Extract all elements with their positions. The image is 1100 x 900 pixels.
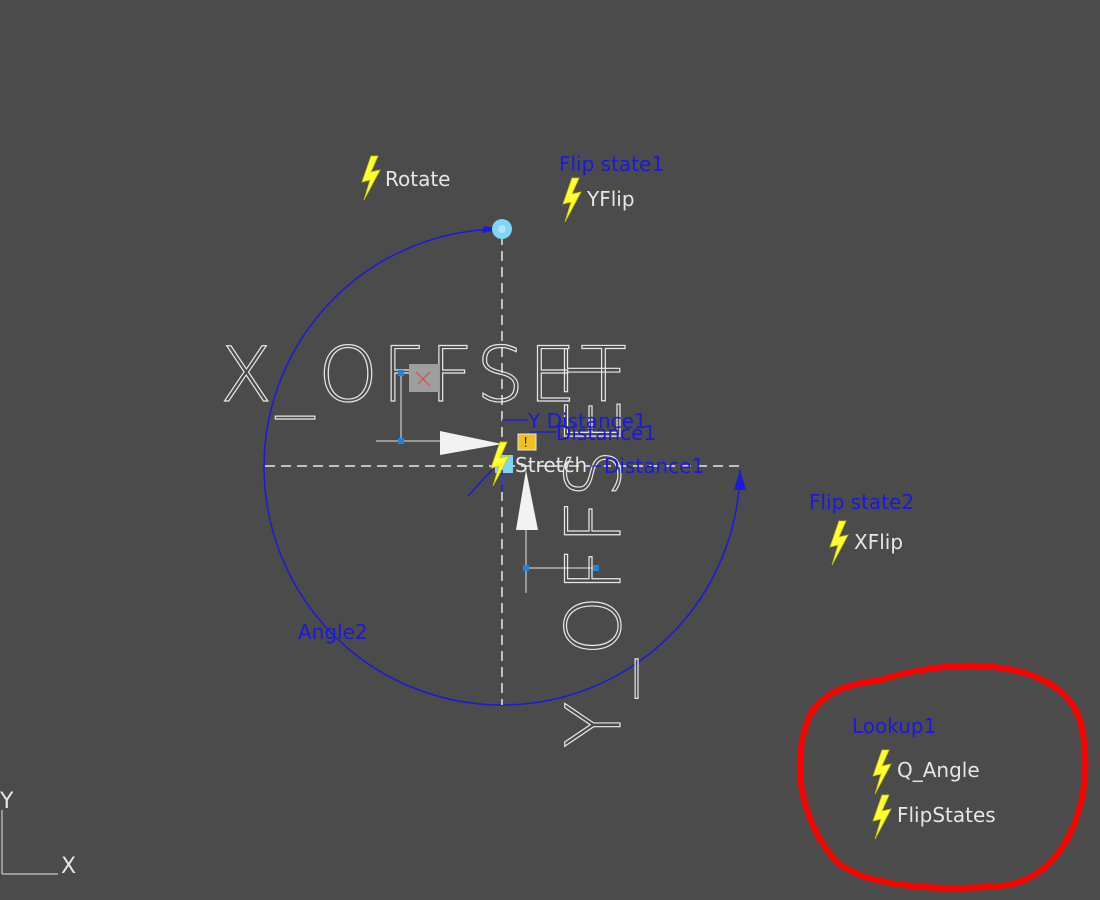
grip-point-d[interactable] — [593, 565, 599, 571]
grip-point-a[interactable] — [398, 370, 404, 376]
rotate-action-label[interactable]: Rotate — [385, 167, 450, 191]
yflip-action-icon[interactable] — [562, 177, 582, 223]
stretch-arrow-right[interactable] — [440, 431, 502, 455]
red-highlight-circle — [796, 662, 1089, 892]
xflip-action-label[interactable]: XFlip — [854, 530, 903, 554]
xflip-action-icon[interactable] — [829, 520, 849, 566]
flip-state1-parameter[interactable]: Flip state1 — [559, 152, 664, 176]
lookup1-parameter[interactable]: Lookup1 — [852, 714, 936, 738]
rotate-action-icon[interactable] — [361, 155, 381, 201]
rotation-arc — [263, 228, 741, 706]
distance1-alt-parameter[interactable]: Distance1 — [604, 454, 704, 478]
arc-arrow-right — [734, 470, 746, 490]
q-angle-action-icon[interactable] — [872, 749, 892, 795]
ucs-x-label: X — [61, 854, 76, 879]
alert-icon[interactable] — [517, 433, 537, 451]
q-angle-action-label[interactable]: Q_Angle — [897, 758, 980, 782]
stretch-action-label[interactable]: Stretch — [515, 453, 587, 477]
flipstates-action-label[interactable]: FlipStates — [897, 803, 996, 827]
blue-leader-1 — [467, 469, 493, 497]
grip-circle-inner — [498, 225, 506, 233]
flip-state2-parameter[interactable]: Flip state2 — [809, 490, 914, 514]
yflip-action-label[interactable]: YFlip — [586, 187, 635, 211]
ucs-y-label: Y — [0, 789, 14, 814]
y-distance-parameter[interactable]: Y Distance1 — [527, 409, 647, 433]
angle2-parameter[interactable]: Angle2 — [298, 620, 368, 644]
alert-icon-glyph: ! — [523, 436, 528, 451]
distance1-parameter[interactable]: Distance1 — [556, 421, 656, 445]
arc-arrow-top — [482, 226, 502, 233]
grip-point-c[interactable] — [523, 565, 529, 571]
flipstates-action-icon[interactable] — [872, 794, 892, 840]
y-offset-label: Y_OFFSET — [549, 343, 638, 748]
grip-x-mark-2 — [417, 371, 431, 385]
stretch-arrow-up[interactable] — [516, 470, 538, 530]
grip-point-b[interactable] — [398, 438, 404, 444]
